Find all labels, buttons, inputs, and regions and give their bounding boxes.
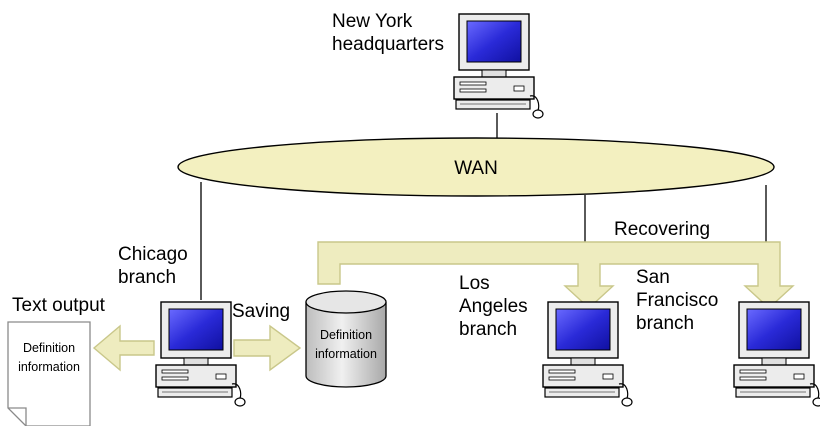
computer-icon-new-york <box>453 13 544 119</box>
database-icon: Definition information <box>305 290 387 388</box>
wan-cloud <box>177 137 775 197</box>
san-francisco-label-line1: San <box>636 267 670 288</box>
text-output-arrow <box>92 324 155 372</box>
computer-icon-chicago <box>155 301 246 407</box>
chicago-label-line1: Chicago <box>118 244 188 265</box>
los-angeles-label-line2: Angeles <box>459 296 528 317</box>
recovering-arrow <box>317 241 795 309</box>
los-angeles-label-line3: branch <box>459 319 517 340</box>
saving-label: Saving <box>232 301 290 322</box>
computer-icon-los-angeles <box>542 301 633 407</box>
san-francisco-label-line2: Francisco <box>636 290 718 311</box>
chicago-label-line2: branch <box>118 267 176 288</box>
computer-icon-san-francisco <box>733 301 820 407</box>
saving-arrow <box>233 324 302 372</box>
san-francisco-label-line3: branch <box>636 313 694 334</box>
database-label-line2: information <box>315 347 377 361</box>
document-label-line1: Definition <box>23 341 75 355</box>
text-output-label: Text output <box>12 295 106 316</box>
recovering-label: Recovering <box>614 219 710 240</box>
los-angeles-label-line1: Los <box>459 273 490 294</box>
document-icon: Definition information <box>7 321 91 426</box>
document-label-line2: information <box>18 360 80 374</box>
new-york-label-line2: headquarters <box>332 34 444 55</box>
new-york-label-line1: New York <box>332 11 413 32</box>
database-label-line1: Definition <box>320 328 372 342</box>
wan-label: WAN <box>454 158 498 179</box>
